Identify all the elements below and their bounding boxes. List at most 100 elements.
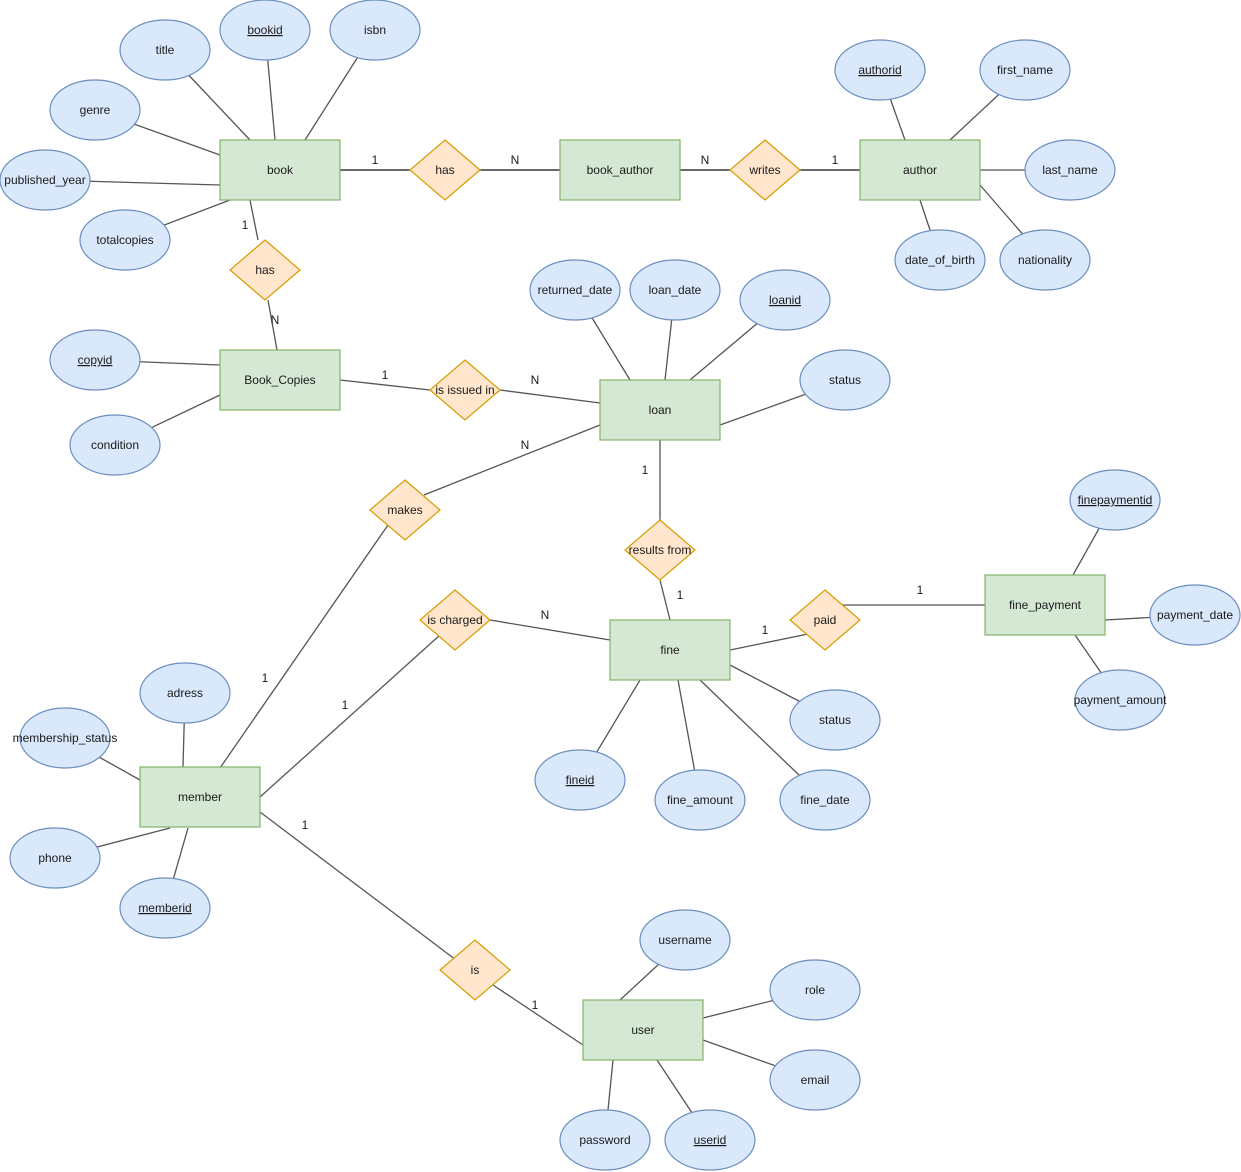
attribute-user-role[interactable]: role xyxy=(769,959,861,1021)
relationship-diamond xyxy=(229,239,301,301)
relationship-label: is xyxy=(471,963,480,977)
attribute-ellipse xyxy=(999,229,1091,291)
attribute-loan-loanid[interactable]: loanid xyxy=(739,269,831,331)
relationship-label: writes xyxy=(748,163,780,177)
attribute-user-userid[interactable]: userid xyxy=(664,1109,756,1171)
key-attribute-label: fineid xyxy=(566,773,595,787)
attribute-copies-condition[interactable]: condition xyxy=(69,414,161,476)
relationship-diamond xyxy=(624,519,696,581)
relationship-line xyxy=(259,634,441,798)
attribute-author-last-name[interactable]: last_name xyxy=(1024,139,1116,201)
attribute-ellipse xyxy=(49,329,141,391)
entity-loan[interactable]: loan xyxy=(599,379,721,441)
relationship-diamond xyxy=(729,139,801,201)
relationship-label: makes xyxy=(387,503,422,517)
attribute-ellipse xyxy=(799,349,891,411)
attribute-fp-payment-amount[interactable]: payment_amount xyxy=(1074,669,1167,731)
relationship-writes[interactable]: writes xyxy=(729,139,801,201)
attribute-loan-returned-date[interactable]: returned_date xyxy=(529,259,621,321)
attribute-ellipse xyxy=(49,79,141,141)
relationship-results-from[interactable]: results from xyxy=(624,519,696,581)
attribute-label: published_year xyxy=(4,173,85,187)
attribute-author-date-of-birth[interactable]: date_of_birth xyxy=(894,229,986,291)
attribute-book-genre[interactable]: genre xyxy=(49,79,141,141)
entity-author[interactable]: author xyxy=(859,139,981,201)
entity-book[interactable]: book xyxy=(219,139,341,201)
cardinality-label: 1 xyxy=(302,818,309,832)
attribute-book-bookid[interactable]: bookid xyxy=(219,0,311,61)
attribute-label: returned_date xyxy=(538,283,613,297)
attribute-author-authorid[interactable]: authorid xyxy=(834,39,926,101)
relationship-is-charged[interactable]: is charged xyxy=(419,589,491,651)
attribute-book-title[interactable]: title xyxy=(119,19,211,81)
attribute-user-email[interactable]: email xyxy=(769,1049,861,1111)
relationship-paid[interactable]: paid xyxy=(789,589,861,651)
cardinality-label: 1 xyxy=(762,623,769,637)
attribute-fp-finepaymentid[interactable]: finepaymentid xyxy=(1069,469,1161,531)
cardinality-label: N xyxy=(541,608,550,622)
attribute-book-published-year[interactable]: published_year xyxy=(0,149,91,211)
relationship-line xyxy=(249,199,259,241)
edges xyxy=(44,29,1196,1141)
attribute-user-password[interactable]: password xyxy=(559,1109,651,1171)
attribute-fine-fine-date[interactable]: fine_date xyxy=(779,769,871,831)
attribute-member-membership-status[interactable]: membership_status xyxy=(13,707,118,769)
attribute-author-nationality[interactable]: nationality xyxy=(999,229,1091,291)
cardinality-label: N xyxy=(271,313,280,327)
attribute-ellipse xyxy=(629,259,721,321)
entity-user[interactable]: user xyxy=(582,999,704,1061)
attribute-label: payment_amount xyxy=(1074,693,1167,707)
relationship-is[interactable]: is xyxy=(439,939,511,1001)
attribute-copies-copyid[interactable]: copyid xyxy=(49,329,141,391)
attribute-loan-status[interactable]: status xyxy=(799,349,891,411)
relationship-has-author[interactable]: has xyxy=(409,139,481,201)
relationship-line xyxy=(219,524,389,769)
attribute-book-totalcopies[interactable]: totalcopies xyxy=(79,209,171,271)
attribute-label: username xyxy=(658,933,712,947)
entity-member[interactable]: member xyxy=(139,766,261,828)
relationship-has-copies[interactable]: has xyxy=(229,239,301,301)
attribute-ellipse xyxy=(119,19,211,81)
attribute-book-isbn[interactable]: isbn xyxy=(329,0,421,61)
cardinality-label: 1 xyxy=(342,698,349,712)
key-attribute-label: bookid xyxy=(247,23,282,37)
entity-fine[interactable]: fine xyxy=(609,619,731,681)
cardinality-label: N xyxy=(521,438,530,452)
attribute-label: role xyxy=(805,983,825,997)
attribute-member-phone[interactable]: phone xyxy=(9,827,101,889)
attribute-ellipse xyxy=(1074,669,1166,731)
attribute-fp-payment-date[interactable]: payment_date xyxy=(1149,584,1241,646)
attribute-label: last_name xyxy=(1042,163,1098,177)
attribute-fine-fineid[interactable]: fineid xyxy=(534,749,626,811)
relationship-line xyxy=(499,389,601,404)
entity-book-author[interactable]: book_author xyxy=(559,139,681,201)
entity-box xyxy=(859,139,981,201)
relationship-line xyxy=(489,619,611,641)
attribute-ellipse xyxy=(769,959,861,1021)
attribute-ellipse xyxy=(559,1109,651,1171)
attribute-ellipse xyxy=(664,1109,756,1171)
relationship-label: has xyxy=(435,163,454,177)
attribute-label: isbn xyxy=(364,23,386,37)
relationship-is-issued-in[interactable]: is issued in xyxy=(429,359,501,421)
entity-book-copies[interactable]: Book_Copies xyxy=(219,349,341,411)
cardinality-label: 1 xyxy=(382,368,389,382)
attribute-fine-fine-amount[interactable]: fine_amount xyxy=(654,769,746,831)
entity-box xyxy=(984,574,1106,636)
attribute-fine-status[interactable]: status xyxy=(789,689,881,751)
relationship-makes[interactable]: makes xyxy=(369,479,441,541)
attribute-label: fine_date xyxy=(800,793,850,807)
attribute-ellipse xyxy=(1149,584,1241,646)
entity-fine-payment[interactable]: fine_payment xyxy=(984,574,1106,636)
key-attribute-label: userid xyxy=(694,1133,727,1147)
attribute-loan-loan-date[interactable]: loan_date xyxy=(629,259,721,321)
attribute-member-adress[interactable]: adress xyxy=(139,662,231,724)
attribute-author-first-name[interactable]: first_name xyxy=(979,39,1071,101)
attribute-member-memberid[interactable]: memberid xyxy=(119,877,211,939)
attribute-label: totalcopies xyxy=(96,233,153,247)
cardinality-label: 1 xyxy=(677,588,684,602)
key-attribute-label: copyid xyxy=(78,353,113,367)
attribute-user-username[interactable]: username xyxy=(639,909,731,971)
